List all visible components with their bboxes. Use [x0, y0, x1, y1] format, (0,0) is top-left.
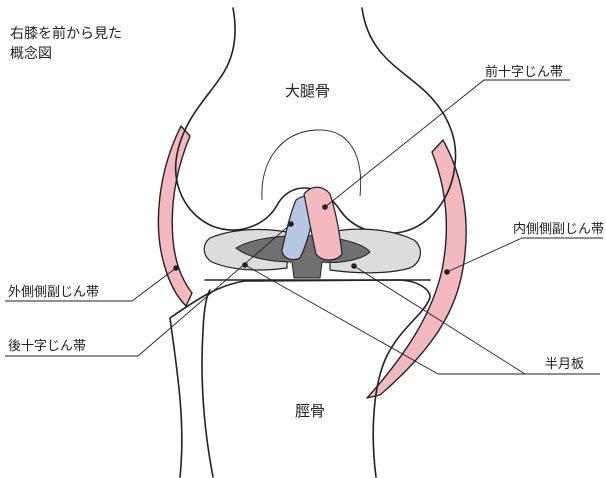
- femur-label: 大腿骨: [285, 82, 330, 100]
- mcl-callout: 内側側副じん帯: [444, 221, 604, 275]
- acl-label: 前十字じん帯: [485, 64, 563, 80]
- mcl-label: 内側側副じん帯: [513, 221, 604, 237]
- lcl-label: 外側側副じん帯: [8, 285, 99, 300]
- lateral-collateral-ligament: [158, 126, 192, 306]
- pcl-label: 後十字じん帯: [8, 339, 86, 354]
- meniscus-label: 半月板: [545, 357, 584, 372]
- lcl-callout: 外側側副じん帯: [5, 265, 179, 301]
- diagram-title-line2: 概念図: [10, 45, 52, 62]
- tibia-label: 脛骨: [295, 402, 325, 420]
- meniscus-callout: 半月板: [242, 262, 600, 374]
- tibia-inner-contour: [202, 290, 213, 477]
- diagram-title-line1: 右膝を前から見た: [10, 25, 122, 42]
